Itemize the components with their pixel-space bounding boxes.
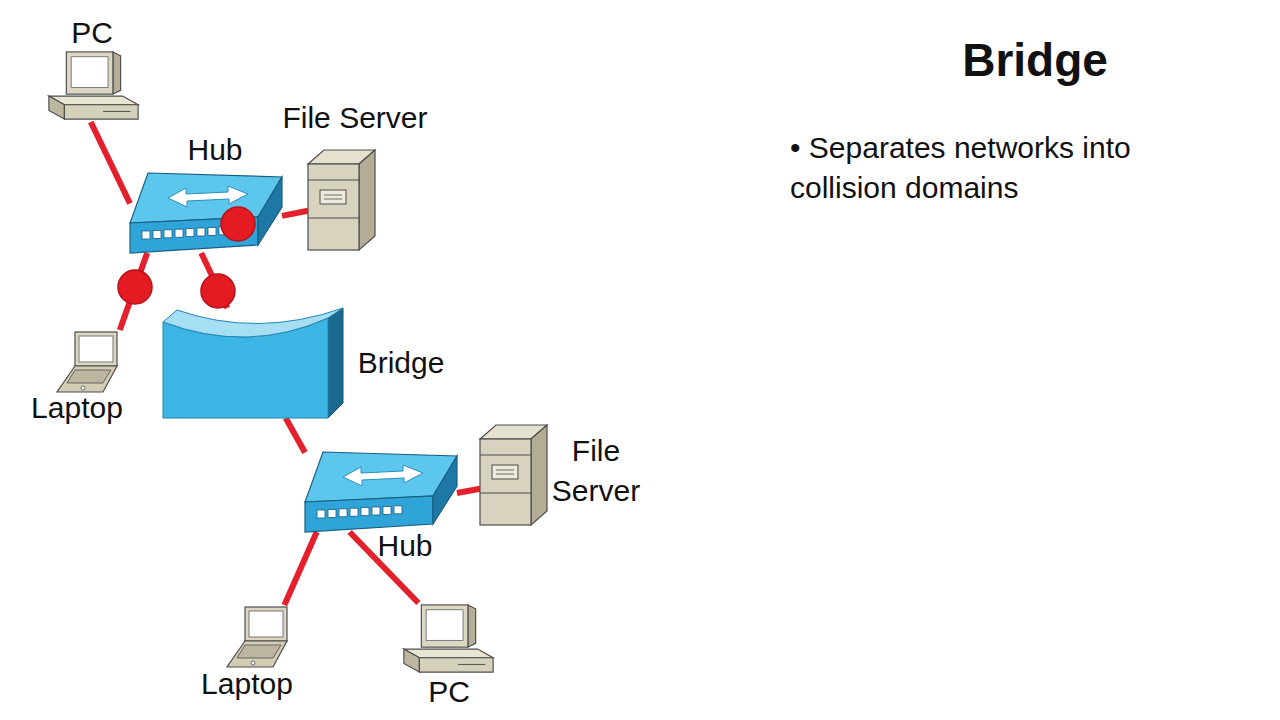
hub-port bbox=[361, 508, 369, 516]
server-divider bbox=[480, 455, 531, 456]
collision-marker bbox=[118, 270, 152, 304]
file-server: File Server bbox=[480, 425, 547, 525]
bullet-point: • Separates networks into collision doma… bbox=[790, 128, 1210, 208]
device-label: Laptop bbox=[177, 664, 317, 704]
pc-base bbox=[49, 96, 65, 119]
server-divider bbox=[480, 493, 531, 494]
hub-port bbox=[219, 227, 227, 235]
laptop-keyboard bbox=[237, 645, 281, 658]
network-cable bbox=[282, 211, 308, 216]
laptop-icon bbox=[225, 605, 290, 670]
hub-port bbox=[350, 508, 358, 516]
laptop-base bbox=[57, 366, 117, 392]
desktop-pc: PC bbox=[400, 603, 497, 675]
hub-icon bbox=[130, 173, 282, 253]
pc-icon bbox=[400, 603, 497, 675]
bridge-side bbox=[328, 308, 343, 418]
hub-port bbox=[208, 227, 216, 235]
hub-arrow bbox=[168, 186, 248, 207]
server-icon bbox=[480, 425, 547, 525]
device-label: PC bbox=[399, 672, 499, 712]
hub-port bbox=[339, 509, 347, 517]
hub-port bbox=[164, 230, 172, 238]
server-front bbox=[480, 439, 531, 525]
network-cable bbox=[286, 418, 305, 453]
hub-port bbox=[372, 507, 380, 515]
hub-port bbox=[142, 231, 150, 239]
pc-monitor bbox=[421, 605, 468, 647]
network-cable bbox=[91, 122, 130, 203]
laptop: Laptop bbox=[225, 605, 290, 670]
device-label: Bridge bbox=[346, 343, 456, 383]
laptop-lid bbox=[245, 607, 287, 641]
hub-front bbox=[130, 217, 258, 253]
laptop-lid bbox=[75, 332, 117, 366]
network-bridge: Bridge bbox=[163, 308, 343, 418]
server-divider bbox=[308, 218, 359, 219]
server-drive bbox=[320, 190, 346, 204]
server-side bbox=[531, 425, 547, 525]
hub-front bbox=[305, 496, 433, 532]
device-label: PC bbox=[42, 13, 142, 53]
laptop-touchpad bbox=[251, 661, 255, 665]
device-label: File Server bbox=[265, 98, 445, 138]
device-label: Laptop bbox=[7, 388, 147, 428]
bridge-rim bbox=[163, 308, 343, 337]
hub-side bbox=[258, 177, 282, 245]
hub-port bbox=[153, 230, 161, 238]
hub-port bbox=[197, 228, 205, 236]
hub-port bbox=[317, 510, 325, 518]
server-side bbox=[359, 150, 375, 250]
hub-port bbox=[394, 506, 402, 514]
laptop-screen bbox=[249, 611, 283, 637]
server-icon bbox=[308, 150, 375, 250]
hub-port bbox=[328, 509, 336, 517]
pc-slot bbox=[103, 111, 130, 112]
server-divider bbox=[308, 180, 359, 181]
network-cable bbox=[120, 253, 147, 330]
network-cable bbox=[457, 489, 480, 493]
hub-port bbox=[175, 229, 183, 237]
laptop-screen bbox=[79, 336, 113, 362]
server-drive bbox=[324, 195, 342, 196]
laptop-base bbox=[227, 641, 287, 667]
server-drive bbox=[324, 199, 342, 200]
server-drive bbox=[496, 470, 514, 471]
server-front bbox=[308, 164, 359, 250]
hub-port bbox=[186, 229, 194, 237]
device-label: Hub bbox=[165, 130, 265, 170]
pc-screen bbox=[71, 57, 108, 88]
pc-monitor bbox=[66, 52, 113, 94]
laptop-keyboard bbox=[67, 370, 111, 383]
pc-base bbox=[404, 649, 420, 672]
pc-icon bbox=[45, 50, 142, 122]
server-drive bbox=[496, 474, 514, 475]
hub-arrow bbox=[343, 465, 423, 486]
bridge-icon bbox=[163, 308, 343, 418]
network-hub: Hub bbox=[305, 452, 457, 532]
hub-icon bbox=[305, 452, 457, 532]
laptop-touchpad bbox=[81, 386, 85, 390]
pc-slot bbox=[458, 664, 485, 665]
hub-side bbox=[433, 456, 457, 524]
network-hub: Hub bbox=[130, 173, 282, 253]
device-label: File Server bbox=[541, 431, 651, 511]
pc-screen bbox=[426, 610, 463, 641]
pc-monitor bbox=[468, 605, 476, 647]
pc-monitor bbox=[113, 52, 121, 94]
network-cable bbox=[284, 532, 316, 605]
desktop-pc: PC bbox=[45, 50, 142, 122]
slide-title: Bridge bbox=[900, 33, 1170, 88]
hub-port bbox=[383, 506, 391, 514]
collision-marker bbox=[201, 274, 235, 308]
laptop-icon bbox=[55, 330, 120, 395]
pc-base bbox=[419, 658, 493, 672]
network-cable bbox=[201, 253, 227, 308]
file-server: File Server bbox=[308, 150, 375, 250]
laptop: Laptop bbox=[55, 330, 120, 395]
device-label: Hub bbox=[355, 526, 455, 566]
pc-base bbox=[64, 105, 138, 119]
server-drive bbox=[492, 465, 518, 479]
